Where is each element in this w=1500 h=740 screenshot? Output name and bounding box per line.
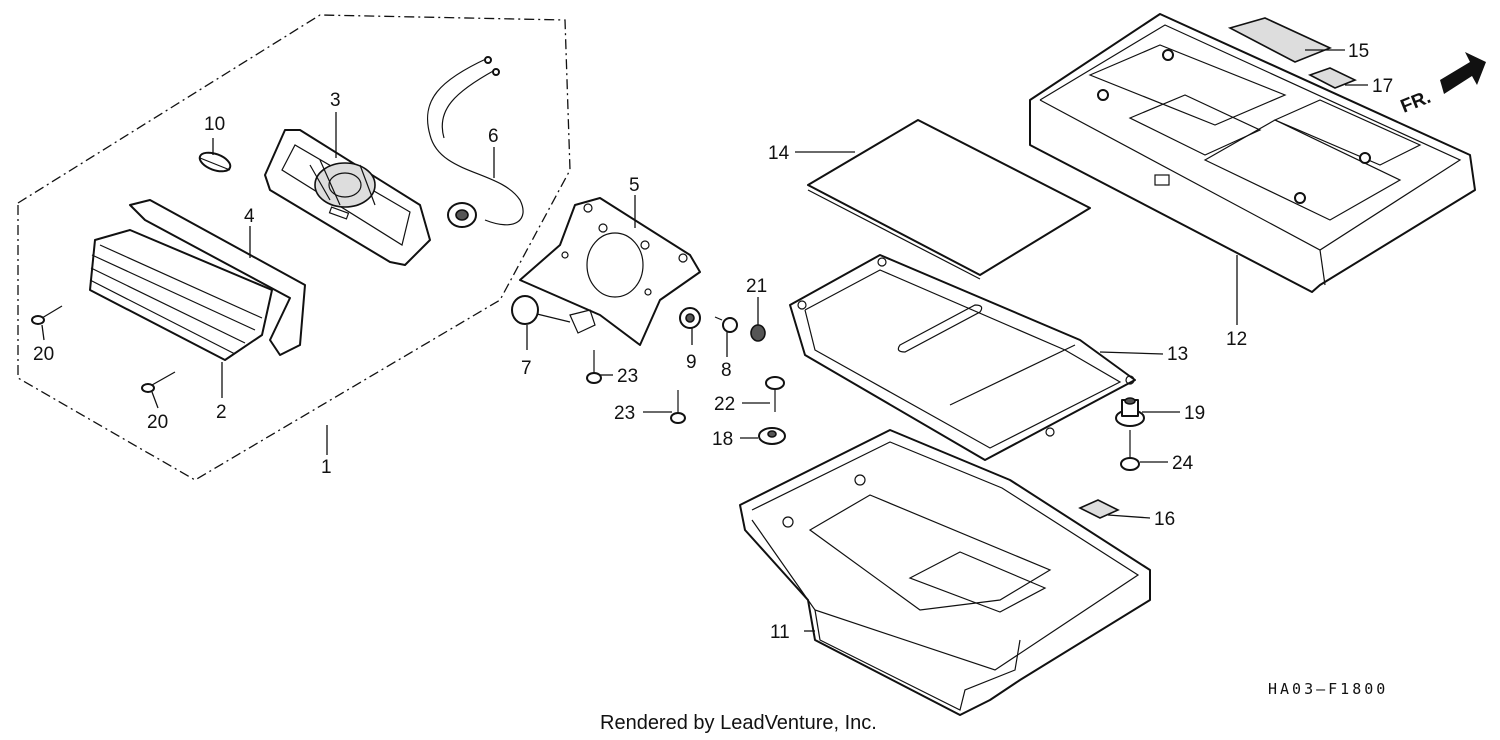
callout-13: 13 bbox=[1167, 344, 1188, 365]
bolt-part-23b[interactable] bbox=[670, 390, 686, 424]
tray-part-13[interactable] bbox=[789, 254, 1136, 461]
callout-5: 5 bbox=[629, 175, 640, 196]
callout-24: 24 bbox=[1172, 453, 1194, 474]
lens-gasket-part-4[interactable] bbox=[129, 199, 306, 356]
callout-7: 7 bbox=[521, 358, 532, 379]
taillight-lens-part-2[interactable] bbox=[89, 229, 273, 361]
callout-22: 22 bbox=[714, 394, 735, 415]
nut-part-21[interactable] bbox=[750, 324, 766, 342]
callout-15: 15 bbox=[1348, 41, 1369, 62]
cover-sheet-part-14[interactable] bbox=[807, 119, 1091, 280]
callout-6: 6 bbox=[488, 126, 499, 147]
bolt-part-23a[interactable] bbox=[586, 350, 602, 384]
assembly-boundary bbox=[17, 14, 571, 481]
callout-23a: 23 bbox=[617, 366, 638, 387]
callout-16: 16 bbox=[1154, 509, 1175, 530]
callout-23b: 23 bbox=[614, 403, 635, 424]
battery-box-part-11[interactable] bbox=[739, 429, 1151, 716]
collar-part-8[interactable] bbox=[714, 316, 738, 333]
callout-17: 17 bbox=[1372, 76, 1393, 97]
callout-21: 21 bbox=[746, 276, 767, 297]
callout-2: 2 bbox=[216, 402, 227, 423]
collar-part-19[interactable] bbox=[1115, 397, 1145, 427]
callout-1: 1 bbox=[321, 457, 332, 478]
cap-part-7[interactable] bbox=[511, 295, 571, 325]
drawing-code: HA03–F1800 bbox=[1268, 680, 1388, 698]
bracket-part-5[interactable] bbox=[519, 197, 701, 346]
leader-lines bbox=[41, 49, 1368, 632]
bulb-part-10[interactable] bbox=[197, 149, 233, 175]
label-part-15[interactable] bbox=[1227, 17, 1333, 63]
grommet-part-9[interactable] bbox=[679, 307, 701, 329]
callout-3: 3 bbox=[330, 90, 341, 111]
taillight-housing-part-3[interactable] bbox=[264, 129, 431, 266]
callout-14: 14 bbox=[768, 143, 790, 164]
callout-10: 10 bbox=[204, 114, 225, 135]
label-part-16[interactable] bbox=[1078, 499, 1120, 519]
washer-part-18[interactable] bbox=[758, 427, 786, 445]
socket-cord-part-6[interactable] bbox=[426, 56, 524, 228]
callout-11: 11 bbox=[770, 622, 790, 643]
bolt-part-22[interactable] bbox=[765, 376, 785, 412]
bolt-part-24[interactable] bbox=[1120, 430, 1140, 471]
callout-4: 4 bbox=[244, 206, 255, 227]
label-part-17[interactable] bbox=[1307, 67, 1357, 89]
callout-numbers: 1 2 3 4 5 6 7 8 9 10 11 12 13 14 15 16 1… bbox=[33, 41, 1393, 643]
credit-line: Rendered by LeadVenture, Inc. bbox=[600, 712, 877, 734]
callout-9: 9 bbox=[686, 352, 697, 373]
callout-18: 18 bbox=[712, 429, 733, 450]
screw-part-20a[interactable] bbox=[31, 305, 63, 325]
seat-base-part-12[interactable] bbox=[1029, 13, 1476, 293]
callout-20b: 20 bbox=[147, 412, 168, 433]
front-direction-label: FR. bbox=[1398, 87, 1434, 118]
callout-19: 19 bbox=[1184, 403, 1205, 424]
callout-20a: 20 bbox=[33, 344, 54, 365]
front-direction-arrow-icon bbox=[1440, 52, 1486, 94]
callout-8: 8 bbox=[721, 360, 732, 381]
screw-part-20b[interactable] bbox=[141, 371, 176, 393]
callout-12: 12 bbox=[1226, 329, 1247, 350]
